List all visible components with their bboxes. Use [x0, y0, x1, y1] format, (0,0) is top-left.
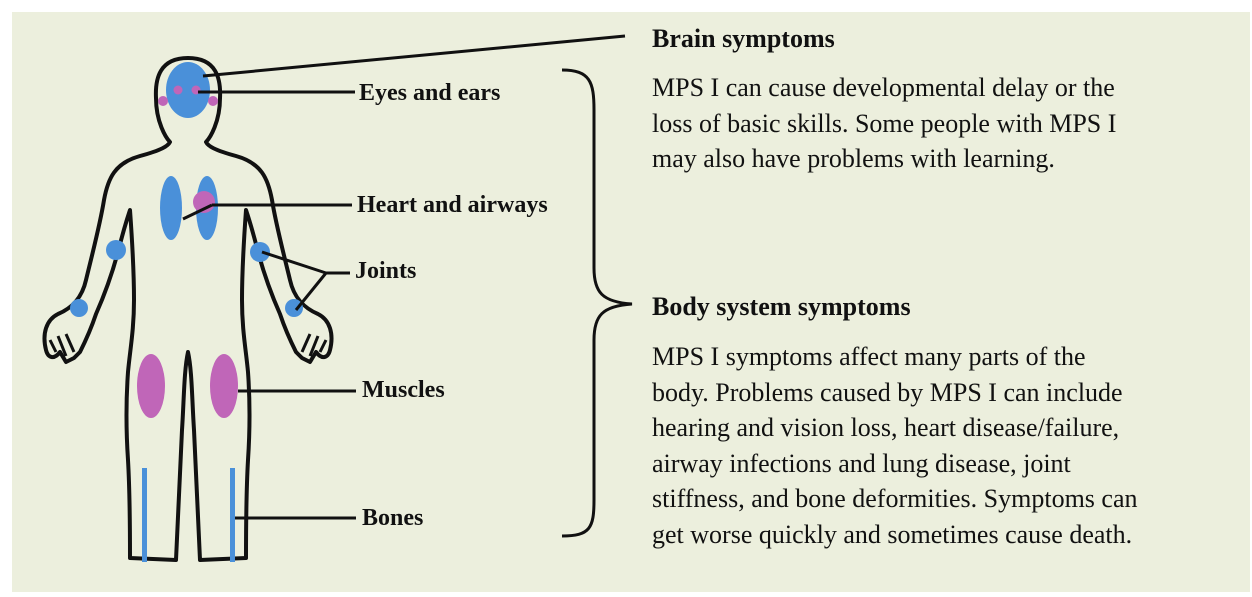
- body-text-line: body. Problems caused by MPS I can inclu…: [652, 375, 1242, 411]
- curly-brace: [562, 70, 632, 536]
- eye-marker-left: [174, 86, 183, 95]
- joint-marker-left-elbow: [106, 240, 126, 260]
- body-text-line: get worse quickly and sometimes cause de…: [652, 517, 1242, 553]
- brain-marker: [166, 62, 210, 118]
- ear-marker-right: [208, 96, 218, 106]
- brain-text-line: MPS I can cause developmental delay or t…: [652, 70, 1242, 106]
- ear-marker-left: [158, 96, 168, 106]
- brain-symptoms-heading: Brain symptoms: [652, 24, 835, 54]
- joint-marker-right-elbow: [250, 242, 270, 262]
- label-eyes-and-ears: Eyes and ears: [359, 80, 500, 107]
- joint-marker-left-wrist: [70, 299, 88, 317]
- body-text-line: stiffness, and bone deformities. Symptom…: [652, 481, 1242, 517]
- brain-text-line: loss of basic skills. Some people with M…: [652, 106, 1242, 142]
- label-joints: Joints: [355, 258, 416, 285]
- body-text-line: airway infections and lung disease, join…: [652, 446, 1242, 482]
- joints-connector-lower: [296, 273, 326, 310]
- body-system-symptoms-text: MPS I symptoms affect many parts of the …: [652, 339, 1242, 552]
- bone-marker-right: [230, 468, 235, 562]
- body-text-line: MPS I symptoms affect many parts of the: [652, 339, 1242, 375]
- body-system-symptoms-heading: Body system symptoms: [652, 292, 911, 322]
- brain-symptoms-text: MPS I can cause developmental delay or t…: [652, 70, 1242, 177]
- body-text-line: hearing and vision loss, heart disease/f…: [652, 410, 1242, 446]
- joint-marker-right-wrist: [285, 299, 303, 317]
- label-heart-and-airways: Heart and airways: [357, 192, 548, 219]
- airway-marker-left: [160, 176, 182, 240]
- bone-marker-left: [142, 468, 147, 562]
- muscle-marker-right: [210, 354, 238, 418]
- label-muscles: Muscles: [362, 377, 445, 404]
- muscle-marker-left: [137, 354, 165, 418]
- label-bones: Bones: [362, 505, 423, 532]
- brain-text-line: may also have problems with learning.: [652, 141, 1242, 177]
- brain-connector: [203, 36, 625, 76]
